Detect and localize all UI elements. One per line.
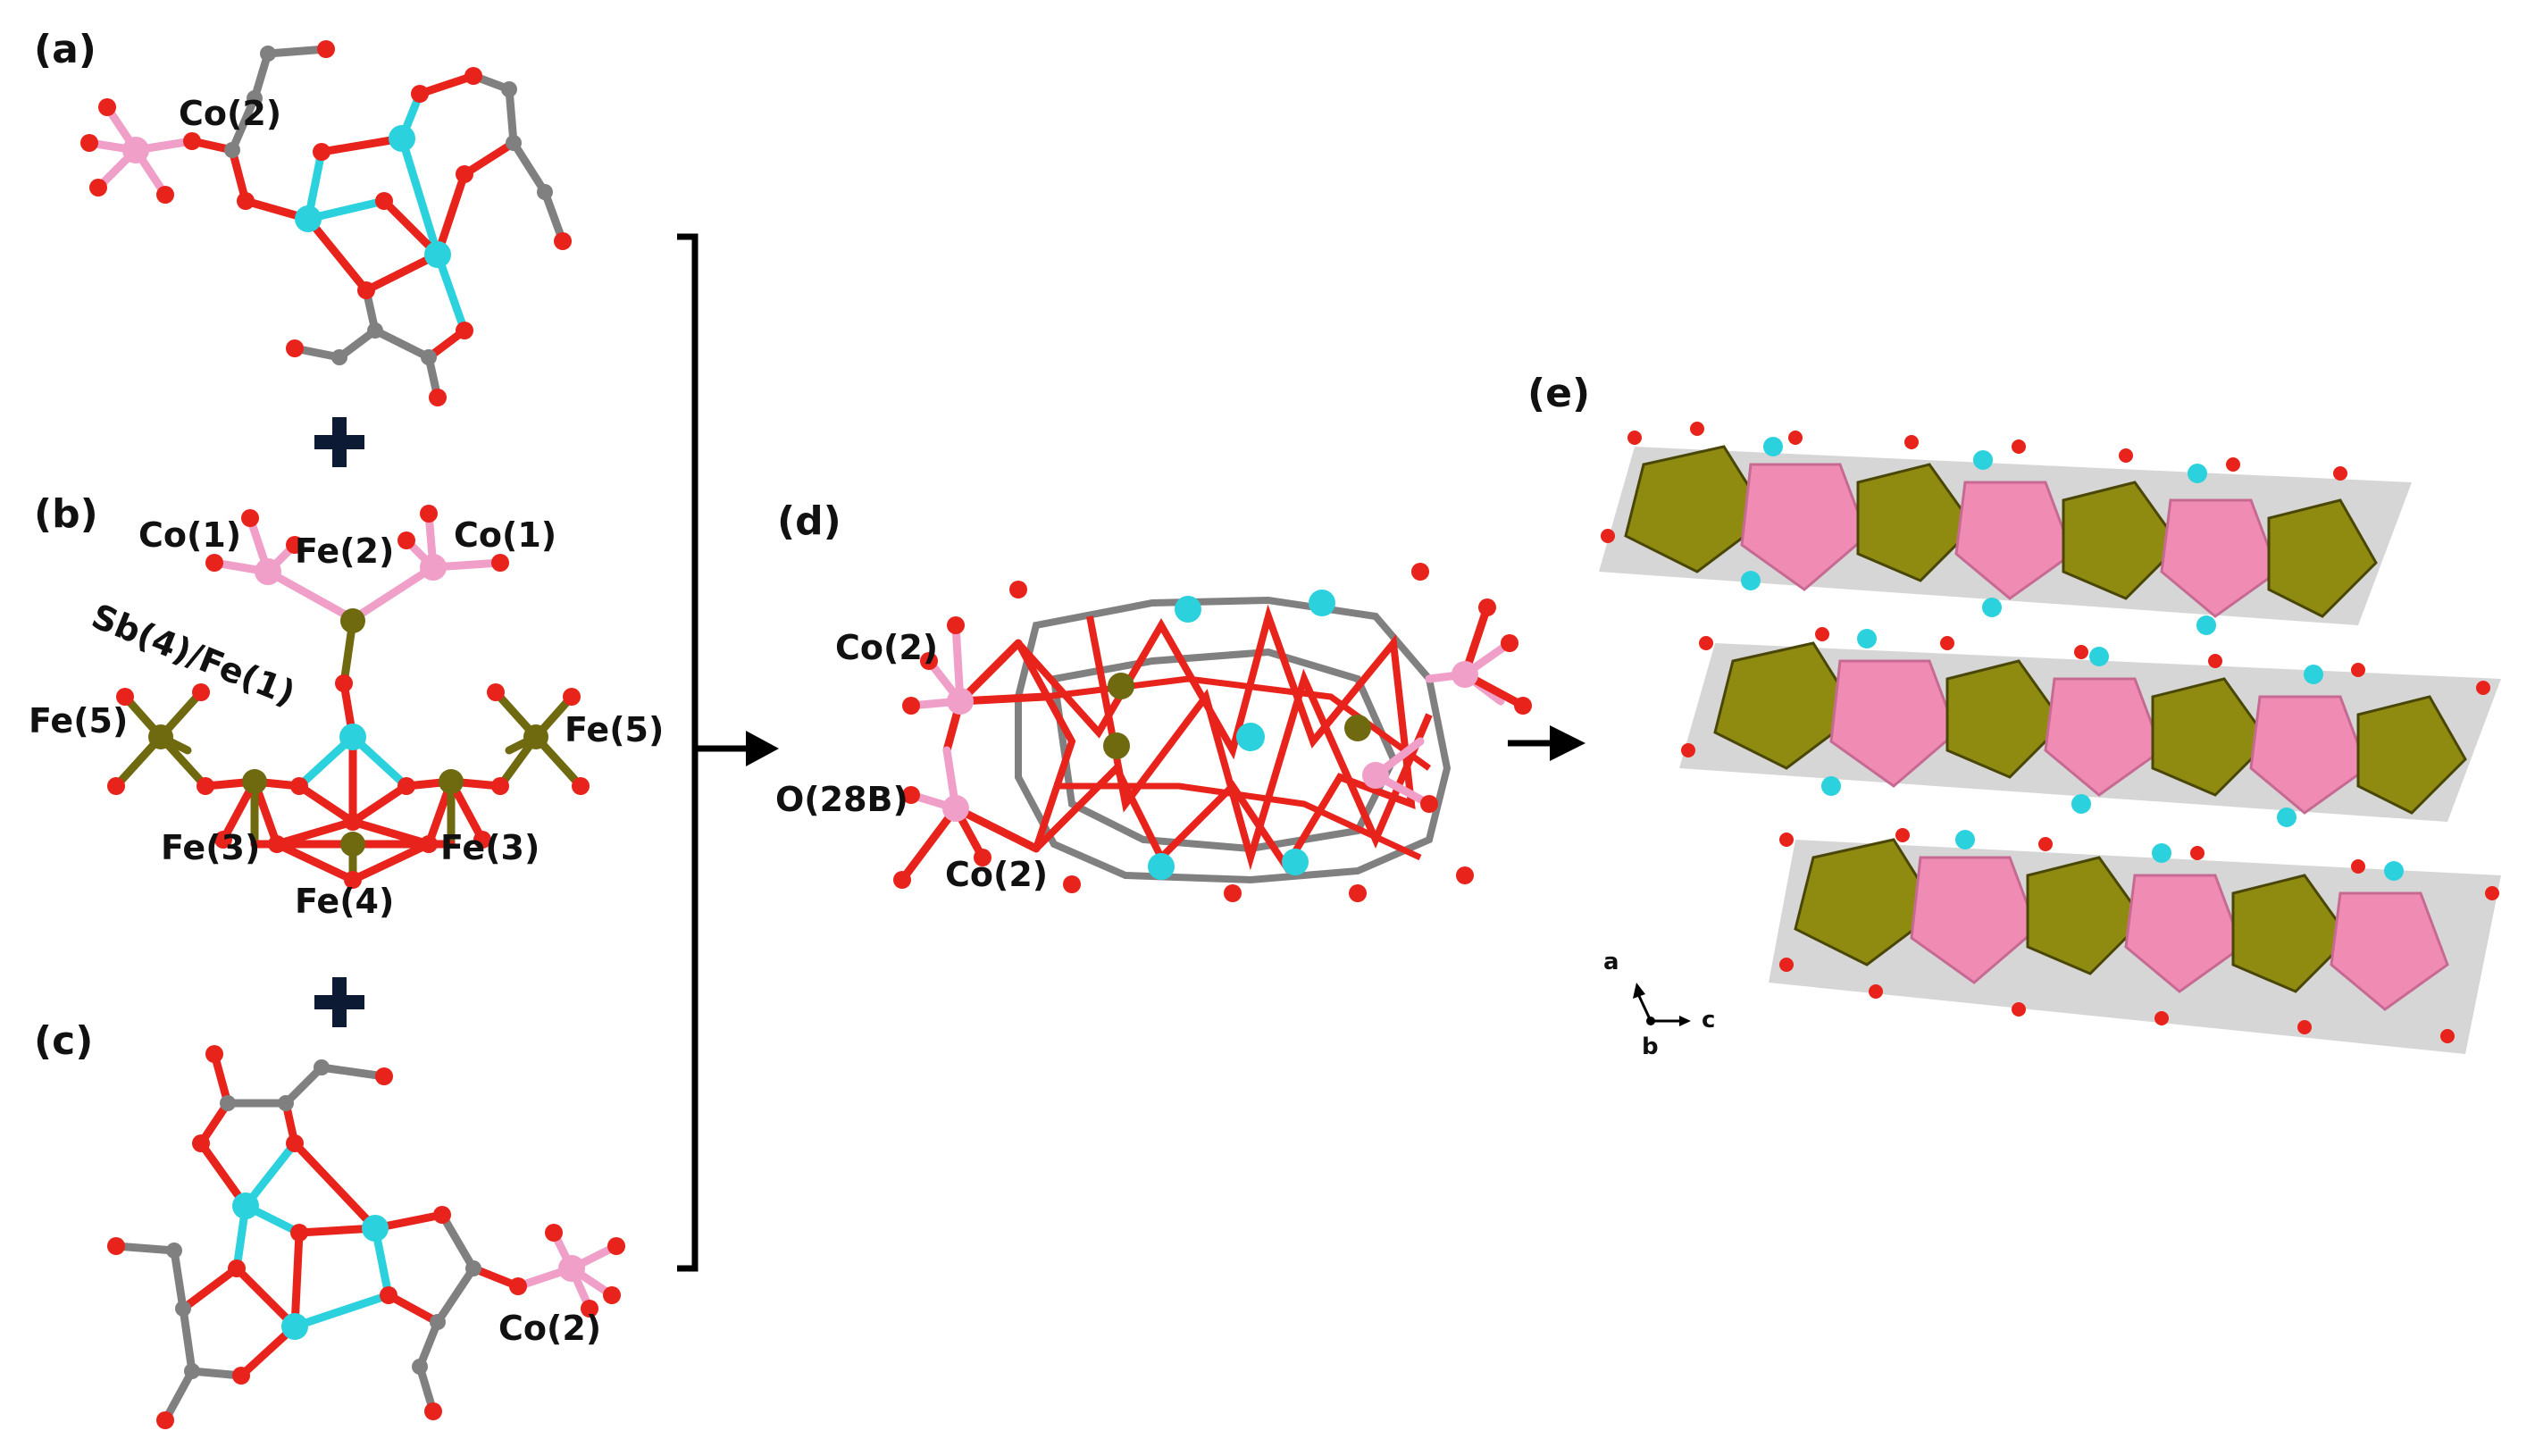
axis-indicator: a b c <box>1603 949 1715 1060</box>
bracket <box>677 233 699 1272</box>
atom-label-co2-a: Co(2) <box>179 94 281 133</box>
atom-label-o28b: O(28B) <box>775 780 908 819</box>
axis-label-a: a <box>1603 949 1619 975</box>
plus-icon <box>314 417 364 467</box>
atom-label-fe4: Fe(4) <box>295 882 394 921</box>
atom-label-fe3-right: Fe(3) <box>440 828 540 867</box>
arrow-right-icon <box>695 731 779 766</box>
atom-label-co2-top-d: Co(2) <box>835 628 938 667</box>
atom-label-fe3-left: Fe(3) <box>161 828 260 867</box>
atom-label-fe5-right: Fe(5) <box>565 710 664 749</box>
packing-sb-atoms <box>1741 437 2404 881</box>
atom-label-co2-c: Co(2) <box>498 1309 601 1348</box>
atom-label-fe2: Fe(2) <box>295 531 394 571</box>
panel-a: (a) <box>34 27 572 406</box>
arrow-right-icon <box>1508 725 1585 761</box>
panel-b-cluster <box>107 505 590 889</box>
panel-b-label: (b) <box>34 491 98 537</box>
panel-c-molecule <box>107 1045 625 1429</box>
axis-label-b: b <box>1642 1033 1659 1060</box>
panel-e-label: (e) <box>1527 371 1590 416</box>
packing-row <box>1679 641 2501 822</box>
panel-c: (c) <box>34 1018 625 1429</box>
atom-label-co2-bottom-d: Co(2) <box>945 855 1048 894</box>
packing-edge-atoms <box>1601 422 2499 1043</box>
panel-e-packing <box>1599 422 2501 1054</box>
atom-label-co1-left: Co(1) <box>138 515 241 555</box>
packing-row <box>1599 445 2412 625</box>
axis-label-c: c <box>1702 1007 1715 1033</box>
panel-e: (e) <box>1527 371 2501 1060</box>
panel-d: (d) <box>775 498 1532 902</box>
panel-b: (b) <box>29 491 664 921</box>
panel-c-label: (c) <box>34 1018 93 1064</box>
atom-label-co1-right: Co(1) <box>454 515 556 555</box>
atom-label-fe5-left: Fe(5) <box>29 701 128 741</box>
panel-a-label: (a) <box>34 27 96 72</box>
packing-row <box>1769 838 2501 1054</box>
plus-icon <box>314 977 364 1027</box>
panel-a-molecule <box>80 40 572 406</box>
panel-d-cluster <box>893 563 1532 902</box>
panel-d-label: (d) <box>777 498 841 544</box>
